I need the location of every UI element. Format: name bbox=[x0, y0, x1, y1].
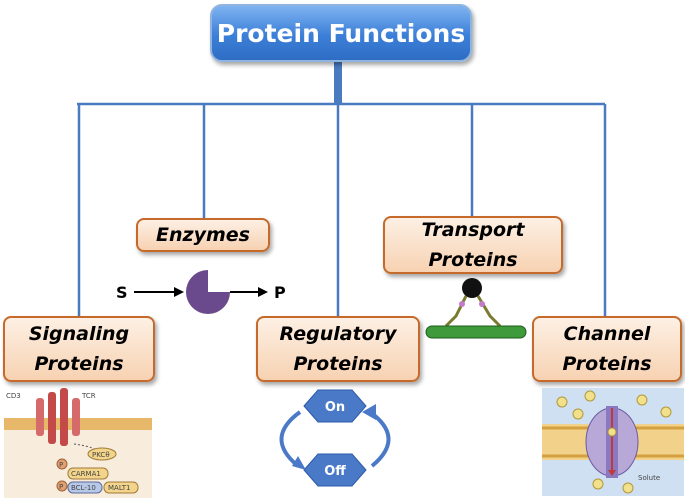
enzyme-reaction: S P bbox=[116, 270, 286, 314]
cycle-arrow-right bbox=[368, 410, 391, 468]
channel-proteins-box: Channel Proteins bbox=[532, 316, 682, 382]
signaling-proteins-box: Signaling Proteins bbox=[3, 316, 155, 382]
off-label: Off bbox=[324, 464, 346, 479]
svg-text:P: P bbox=[59, 483, 63, 491]
transport-label-line1: Transport bbox=[421, 219, 525, 241]
off-state-icon bbox=[303, 453, 367, 487]
channel-label-line1: Channel bbox=[563, 323, 651, 345]
svg-text:CD3: CD3 bbox=[6, 392, 21, 400]
svg-text:CARMA1: CARMA1 bbox=[71, 470, 101, 478]
title-box: Protein Functions bbox=[210, 4, 472, 62]
svg-text:P: P bbox=[59, 461, 63, 469]
transport-label-line2: Proteins bbox=[428, 249, 518, 271]
product-label: P bbox=[274, 283, 286, 302]
microtubule-rod bbox=[425, 325, 527, 339]
on-label: On bbox=[325, 400, 345, 415]
signaling-label-line1: Signaling bbox=[28, 323, 130, 345]
on-state-icon bbox=[303, 389, 367, 423]
svg-text:MALT1: MALT1 bbox=[108, 484, 131, 492]
regulatory-switch: On Off bbox=[279, 389, 391, 487]
enzymes-label: Enzymes bbox=[156, 224, 250, 246]
channel-illustration: Solute bbox=[542, 388, 684, 496]
svg-text:PKCθ: PKCθ bbox=[92, 451, 110, 459]
arrow-in-head bbox=[174, 287, 184, 297]
enzyme-icon bbox=[186, 270, 230, 314]
trunk-connector bbox=[334, 60, 342, 104]
svg-text:TCR: TCR bbox=[81, 392, 96, 400]
regulatory-proteins-box: Regulatory Proteins bbox=[256, 316, 420, 382]
enzymes-box: Enzymes bbox=[136, 218, 270, 252]
solute-label: Solute bbox=[638, 474, 660, 482]
arrow-out-head bbox=[258, 287, 268, 297]
signaling-label-line2: Proteins bbox=[34, 353, 124, 375]
regulatory-label-line2: Proteins bbox=[293, 353, 383, 375]
cargo-icon bbox=[462, 278, 482, 298]
svg-text:BCL-10: BCL-10 bbox=[71, 484, 96, 492]
receptor-icon bbox=[48, 392, 56, 444]
signaling-illustration: CD3 TCR PKCθ P CARMA1 P BCL-10 MALT1 bbox=[4, 388, 152, 498]
cycle-arrow-left bbox=[279, 410, 302, 468]
channel-label-line2: Proteins bbox=[562, 353, 652, 375]
transport-illustration bbox=[425, 278, 527, 339]
regulatory-label-line1: Regulatory bbox=[279, 323, 397, 345]
transport-proteins-box: Transport Proteins bbox=[383, 216, 563, 274]
substrate-label: S bbox=[116, 283, 128, 302]
title-text: Protein Functions bbox=[216, 18, 466, 48]
